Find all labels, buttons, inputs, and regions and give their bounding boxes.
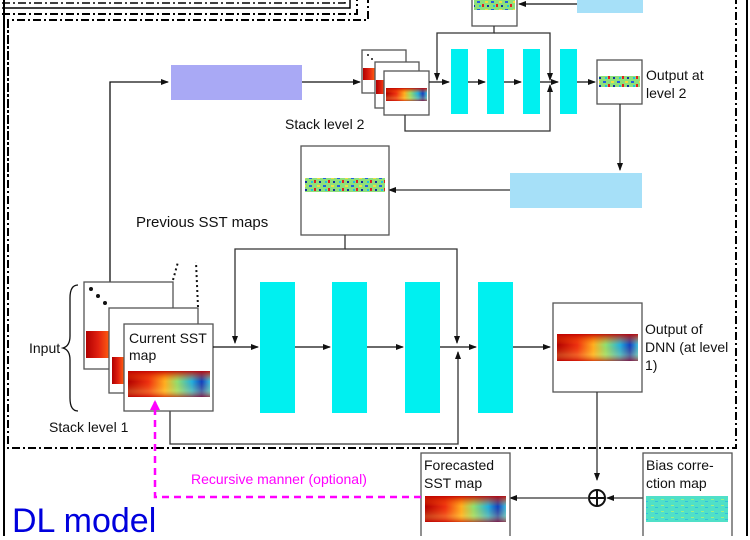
recursive-manner-label: Recursive manner (optional) (191, 471, 367, 487)
downsample-block (171, 65, 302, 100)
output-level-2-label: Output at level 2 (646, 67, 704, 101)
level-2-conv-layers (451, 49, 577, 114)
l2-conv-layer-4 (560, 49, 577, 114)
recursive-arrow (153, 402, 421, 499)
previous-sst-maps-label: Previous SST maps (136, 214, 269, 231)
forecasted-sst-map-label: Forecasted SST map (424, 457, 495, 491)
bias-correction-map-label: Bias corre- ction map (646, 457, 714, 491)
level-1-conv-layers (260, 282, 513, 413)
l1-conv-layer-2 (332, 282, 367, 413)
current-sst-map-label: Current SST map (129, 330, 207, 363)
stack-level-2-label: Stack level 2 (285, 116, 365, 132)
dl-model-title: DL model (12, 502, 157, 540)
outer-dl-model-frame (3, 0, 748, 536)
l2-conv-layer-1 (451, 49, 468, 114)
output-dnn-label: Output of DNN (at level 1) (645, 321, 729, 373)
stack-level-1-maps (83, 281, 214, 412)
upper-level-frame (2, 0, 358, 15)
l2-conv-layer-3 (523, 49, 540, 114)
input-label: Input (29, 340, 61, 356)
stack-level-1-label: Stack level 1 (49, 419, 129, 435)
l1-conv-layer-3 (405, 282, 440, 413)
level-2-upsample-block-top (577, 0, 643, 13)
l2-conv-layer-2 (487, 49, 504, 114)
bias-correction-map-box (642, 452, 733, 536)
l1-conv-layer-4 (478, 282, 513, 413)
sum-operator (588, 489, 606, 507)
input-brace (60, 284, 79, 412)
arrow-input-to-downsample (109, 79, 169, 282)
level-2-frame (7, 0, 369, 178)
level-1-frame (7, 0, 737, 449)
upsample-block (510, 173, 642, 208)
stack-level-2-maps (361, 49, 430, 116)
l1-conv-layer-1 (260, 282, 295, 413)
